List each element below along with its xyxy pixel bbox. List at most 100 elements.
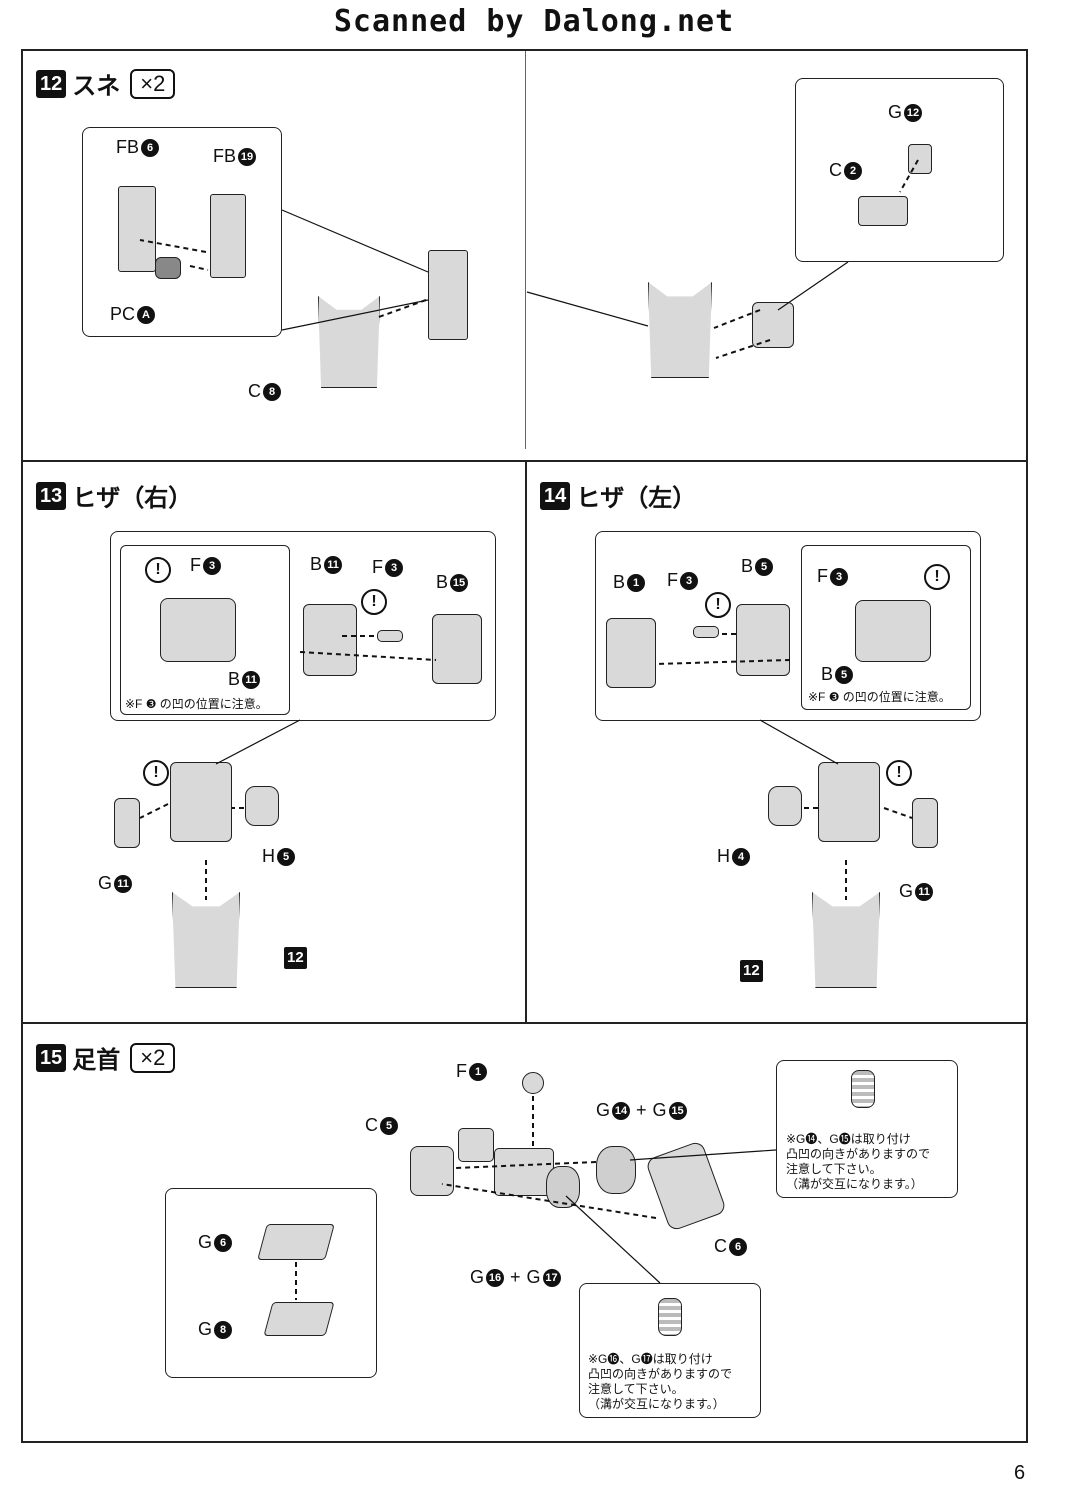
step-name: スネ <box>72 73 121 100</box>
step-12-title: 12 スネ ×2 <box>36 66 176 101</box>
part-number-badge: 8 <box>214 1320 233 1339</box>
col-divider-row2 <box>525 460 527 1022</box>
part-b11-detail <box>160 598 236 662</box>
label-prefix: F <box>667 570 678 590</box>
label-prefix: B <box>228 669 241 689</box>
part-f3-pin <box>693 626 719 638</box>
part-number-badge: 3 <box>830 567 848 586</box>
label-prefix: G <box>596 1100 611 1120</box>
step-number: 13 <box>36 481 67 510</box>
label-prefix: B <box>821 664 834 684</box>
part-number-badge: 15 <box>668 1101 687 1120</box>
part-ankle-bracket <box>458 1128 494 1162</box>
part-number-badge: 11 <box>915 882 934 901</box>
part-number-badge: 11 <box>242 670 261 689</box>
part-f1-ball <box>522 1072 544 1094</box>
label-prefix: B <box>741 556 754 576</box>
label-prefix: C <box>829 160 842 180</box>
part-number-badge: 4 <box>732 847 750 866</box>
part-number-badge: 5 <box>277 847 295 866</box>
label-prefix: C <box>365 1115 378 1135</box>
label-step-12-ref: 12 <box>284 947 307 969</box>
part-c2 <box>858 196 908 226</box>
label-prefix: B <box>436 572 449 592</box>
part-number-badge: 6 <box>141 138 160 157</box>
caution-note: ※F ❸ の凹の位置に注意。 <box>808 690 951 704</box>
part-h4 <box>768 786 802 826</box>
part-number-badge: 1 <box>469 1062 487 1081</box>
plus-sign: + <box>636 1100 647 1120</box>
label-prefix: B <box>310 554 323 574</box>
tire-tread-icon <box>658 1298 682 1336</box>
row-divider-2 <box>21 1022 1028 1024</box>
label-prefix: C <box>248 381 261 401</box>
part-shin-inner <box>428 250 468 340</box>
part-number-badge: 3 <box>385 558 403 577</box>
part-number-badge: 8 <box>263 382 281 401</box>
step-number: 15 <box>36 1043 67 1072</box>
step-name: ヒザ（右） <box>72 485 193 512</box>
part-number-badge: 16 <box>486 1268 505 1287</box>
warning-icon: ! <box>924 564 950 590</box>
label-prefix: F <box>456 1061 467 1081</box>
step-ref-badge: 12 <box>740 960 763 982</box>
warning-icon: ! <box>145 557 171 583</box>
tire-orientation-note: ※G⓰、G⓱は取り付け 凸凹の向きがありますので 注意して下さい。 （溝が交互に… <box>588 1352 733 1411</box>
label-prefix: C <box>714 1236 727 1256</box>
part-fb19 <box>210 194 246 278</box>
step-number: 14 <box>540 481 571 510</box>
part-number-badge: 11 <box>324 555 343 574</box>
part-number-badge: 3 <box>680 571 698 590</box>
part-b5 <box>736 604 790 676</box>
part-g8 <box>263 1302 335 1336</box>
quantity-box: ×2 <box>130 68 176 99</box>
part-number-badge: 5 <box>755 557 774 576</box>
warning-icon: ! <box>361 589 387 615</box>
part-c5 <box>410 1146 454 1196</box>
label-prefix: PC <box>110 304 136 324</box>
part-wheel-g14-g15 <box>596 1146 636 1194</box>
part-b15 <box>432 614 482 684</box>
part-wheel-g16-g17 <box>546 1166 580 1208</box>
part-number-badge: 6 <box>729 1237 747 1256</box>
label-prefix: H <box>262 846 275 866</box>
caution-note: ※F ❸ の凹の位置に注意。 <box>125 697 268 711</box>
part-number-badge: 15 <box>450 573 469 592</box>
part-number-badge: A <box>137 305 156 324</box>
part-g6 <box>257 1224 335 1260</box>
part-number-badge: 12 <box>904 103 923 122</box>
part-shin-ref <box>812 892 880 988</box>
label-prefix: F <box>817 566 828 586</box>
step-13-title: 13 ヒザ（右） <box>36 478 192 513</box>
label-prefix: FB <box>213 146 237 166</box>
label-prefix: FB <box>116 137 140 157</box>
part-ankle-block <box>494 1148 554 1196</box>
part-knee-joint <box>752 302 794 348</box>
part-number-badge: 14 <box>612 1101 631 1120</box>
step-number: 12 <box>36 69 67 98</box>
step-ref-badge: 12 <box>284 947 307 969</box>
part-g11-armor <box>912 798 938 848</box>
step-15-left-callout <box>165 1188 377 1378</box>
part-number-badge: 6 <box>214 1233 233 1252</box>
warning-icon: ! <box>143 760 169 786</box>
part-number-badge: 11 <box>114 874 133 893</box>
